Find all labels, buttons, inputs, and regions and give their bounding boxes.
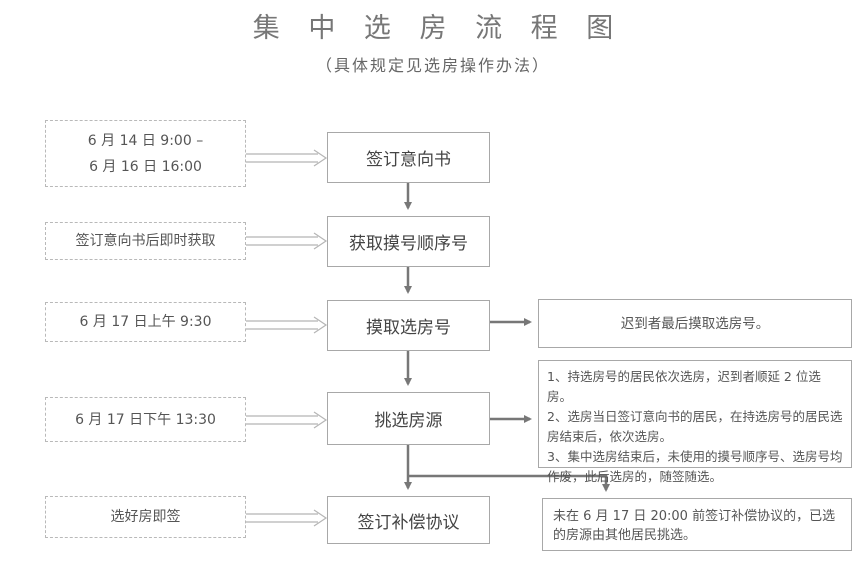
step-box-get-order-number: 获取摸号顺序号 — [327, 216, 490, 267]
step-box-choose-housing: 挑选房源 — [327, 392, 490, 445]
step-box-sign-intent: 签订意向书 — [327, 132, 490, 183]
time-line: 6 月 17 日下午 13:30 — [75, 411, 216, 428]
step-box-draw-number: 摸取选房号 — [327, 300, 490, 351]
time-box-4: 6 月 17 日下午 13:30 — [45, 397, 246, 442]
time-box-2: 签订意向书后即时获取 — [45, 222, 246, 260]
side-arrows — [408, 318, 610, 492]
page-title: 集 中 选 房 流 程 图 — [252, 13, 624, 44]
time-line: 选好房即签 — [110, 509, 181, 525]
time-box-1: 6 月 14 日 9:00 – 6 月 16 日 16:00 — [45, 120, 246, 187]
step-box-sign-agreement: 签订补偿协议 — [327, 496, 490, 544]
note-late-draw: 迟到者最后摸取选房号。 — [538, 299, 852, 348]
hollow-arrows — [246, 149, 328, 527]
page-subtitle: （具体规定见选房操作办法） — [315, 56, 550, 75]
hollow-arrow-3 — [246, 316, 328, 334]
hollow-arrow-2 — [246, 232, 328, 250]
rule-text: 1、持选房号的居民依次选房，迟到者顺延 2 位选房。 — [547, 369, 821, 404]
note-deadline: 未在 6 月 17 日 20:00 前签订补偿协议的，已选的房源由其他居民挑选。 — [542, 498, 852, 551]
time-box-3: 6 月 17 日上午 9:30 — [45, 302, 246, 342]
rule-text: 3、集中选房结束后，未使用的摸号顺序号、选房号均作废，此后选房的，随签随选。 — [547, 449, 843, 484]
time-line: 6 月 17 日上午 9:30 — [79, 314, 212, 330]
hollow-arrow-4 — [246, 411, 328, 429]
rule-text: 2、选房当日签订意向书的居民，在持选房号的居民选房结束后，依次选房。 — [547, 409, 843, 444]
branch-arrow-deadline — [408, 474, 610, 492]
note-selection-rules: 1、持选房号的居民依次选房，迟到者顺延 2 位选房。 2、选房当日签订意向书的居… — [538, 360, 852, 484]
time-line: 6 月 14 日 9:00 – — [87, 132, 204, 149]
time-box-5: 选好房即签 — [45, 496, 246, 538]
time-line: 签订意向书后即时获取 — [75, 233, 216, 249]
hollow-arrow-1 — [246, 149, 328, 167]
time-line: 6 月 16 日 16:00 — [89, 158, 202, 175]
hollow-arrow-5 — [246, 509, 328, 527]
